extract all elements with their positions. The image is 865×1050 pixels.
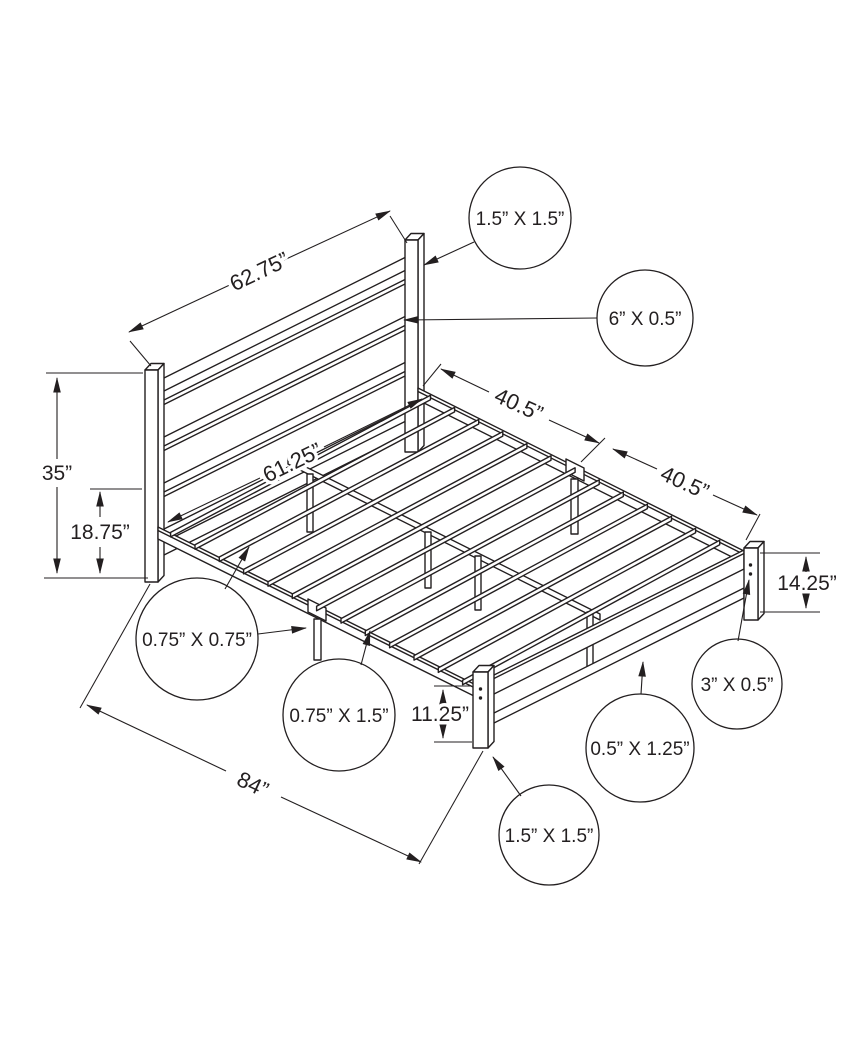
- callout-footboard-plank-label: 3” X 0.5”: [701, 675, 774, 696]
- leader-headboard-post: [423, 241, 475, 266]
- dim-half-length-foot-label: 40.5”: [657, 461, 713, 505]
- callout-bottom-rail-circle: [585, 693, 695, 803]
- leader-footboard-post: [492, 756, 522, 797]
- support-leg: [306, 473, 314, 533]
- callout-support-leg-circle: [135, 577, 259, 701]
- callout-headboard-post-label: 1.5” X 1.5”: [476, 209, 565, 230]
- callout-side-rail-label: 0.75” X 1.5”: [289, 706, 388, 727]
- dim-under-clearance: 18.75”: [67, 488, 142, 574]
- callout-annotations: 1.5” X 1.5” 6” X 0.5” 0.75” X 0.75” 0.75…: [135, 166, 783, 886]
- platform-slats: [169, 394, 721, 686]
- dim-headboard-height-label: 35”: [42, 462, 72, 485]
- dim-frame-height: 11.25”: [408, 685, 473, 743]
- headboard-left-post: [144, 362, 165, 583]
- front-foot-post: [472, 664, 495, 749]
- dim-footboard-height-label: 14.25”: [777, 572, 837, 595]
- headboard-right-post: [404, 232, 425, 453]
- leader-support-leg: [257, 626, 307, 635]
- leader-side-rail: [360, 630, 371, 666]
- dim-headboard-height: 35”: [38, 372, 148, 579]
- callout-bottom-rail-label: 0.5” X 1.25”: [590, 739, 689, 760]
- headboard-panel: [157, 256, 407, 559]
- bed-frame-drawing: [144, 232, 765, 749]
- dim-frame-height-label: 11.25”: [411, 703, 469, 726]
- far-foot-post: [743, 540, 765, 621]
- dim-footboard-height: 14.25”: [760, 552, 840, 613]
- dim-under-clearance-label: 18.75”: [70, 521, 130, 544]
- leader-support-leg-2: [224, 546, 250, 590]
- callout-support-leg-label: 0.75” X 0.75”: [142, 630, 252, 651]
- leader-footboard-plank: [737, 579, 751, 642]
- dim-overall-length-label: 84”: [233, 766, 272, 802]
- dim-headboard-width-label: 62.75”: [226, 247, 293, 296]
- dim-half-length-head-label: 40.5”: [491, 383, 547, 427]
- leader-bottom-rail: [638, 661, 646, 695]
- callout-side-rail-circle: [282, 658, 396, 772]
- callout-footboard-post-circle: [498, 784, 600, 886]
- support-leg: [474, 555, 482, 611]
- support-leg: [424, 531, 432, 589]
- callout-footboard-post-label: 1.5” X 1.5”: [505, 826, 594, 847]
- callout-footboard-plank-circle: [691, 638, 783, 730]
- callout-headboard-post-circle: [468, 166, 572, 270]
- callout-headboard-slat-label: 6” X 0.5”: [609, 309, 682, 330]
- support-leg: [313, 618, 322, 661]
- leader-headboard-slat: [403, 316, 598, 324]
- support-leg: [570, 478, 579, 535]
